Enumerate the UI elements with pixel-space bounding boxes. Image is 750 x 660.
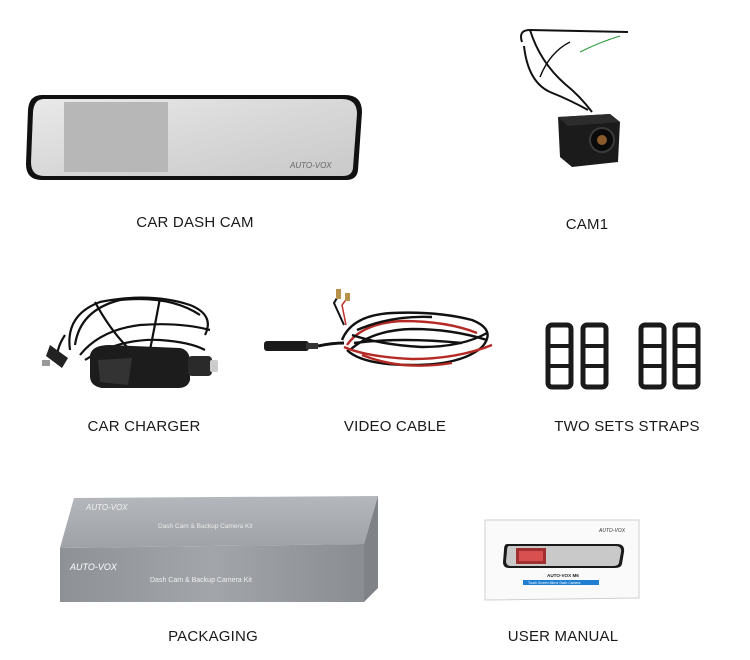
caption-car-dash-cam: CAR DASH CAM — [136, 214, 254, 231]
backup-camera-image — [510, 22, 640, 177]
caption-packaging: PACKAGING — [168, 628, 258, 645]
straps-image — [545, 322, 705, 390]
user-manual-image: AUTO-VOX AUTO-VOX M6 Touch Screen Mirror… — [483, 518, 643, 602]
caption-cam1: CAM1 — [565, 216, 609, 233]
caption-user-manual: USER MANUAL — [507, 628, 619, 645]
caption-car-charger: CAR CHARGER — [87, 418, 201, 435]
manual-brand: AUTO-VOX — [598, 528, 626, 534]
box-top-kit-name: Dash Cam & Backup Camera Kit — [158, 523, 253, 530]
dash-cam-image: AUTO-VOX — [20, 90, 370, 185]
manual-model: AUTO-VOX M6 — [547, 573, 579, 578]
manual-subtitle: Touch Screen Mirror Dash Camera — [528, 581, 580, 585]
packaging-image: AUTO-VOX Dash Cam & Backup Camera Kit AU… — [58, 492, 380, 604]
caption-two-sets-straps: TWO SETS STRAPS — [554, 418, 700, 435]
box-front-brand: AUTO-VOX — [69, 562, 118, 572]
car-charger-image — [40, 290, 230, 395]
box-top-brand: AUTO-VOX — [85, 503, 128, 512]
box-front-kit-name: Dash Cam & Backup Camera Kit — [150, 577, 252, 584]
video-cable-image — [262, 285, 507, 385]
dash-cam-brand: AUTO-VOX — [289, 161, 332, 170]
caption-video-cable: VIDEO CABLE — [343, 418, 447, 435]
